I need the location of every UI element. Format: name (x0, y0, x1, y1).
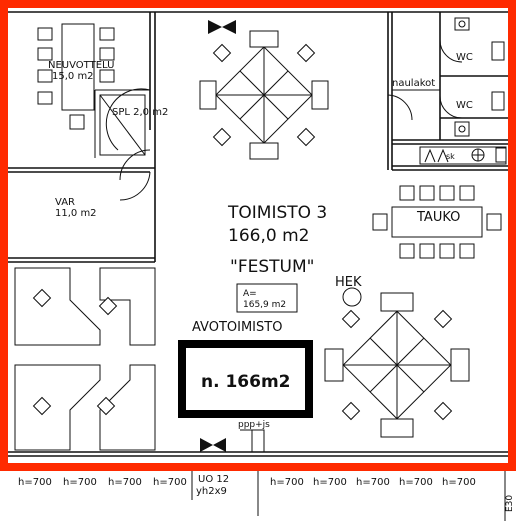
area-box (236, 283, 298, 313)
spl-shaft (99, 94, 146, 156)
height-label-left-3: h=700 (108, 477, 142, 488)
room-label-var: VAR (55, 197, 75, 208)
height-label-right-1: h=700 (270, 477, 304, 488)
room-area-neuvottelu: 15,0 m2 (52, 71, 94, 82)
center-label-bottom: yh2x9 (196, 486, 227, 497)
area-highlight-text: n. 166m2 (201, 372, 291, 392)
workstation-cluster-top (199, 30, 329, 160)
break-room-label: TAUKO (416, 210, 460, 225)
wc-fixtures (392, 17, 507, 165)
walls (8, 11, 510, 457)
height-label-left-2: h=700 (63, 477, 97, 488)
room-area-toimisto: 166,0 m2 (228, 226, 309, 246)
height-label-right-4: h=700 (399, 477, 433, 488)
height-label-left-4: h=700 (153, 477, 187, 488)
height-label-right-3: h=700 (356, 477, 390, 488)
hek-symbol (342, 287, 362, 307)
service-label: sk (446, 152, 455, 161)
coat-rack-label: naulakot (392, 78, 435, 89)
desk-cluster-left (14, 267, 156, 451)
workstation-cluster-right (324, 292, 470, 438)
room-label-spl: SPL 2,0 m2 (112, 107, 168, 118)
ppp-bracket (240, 429, 265, 452)
room-label-toimisto: TOIMISTO 3 (227, 203, 327, 223)
height-label-right-2: h=700 (313, 477, 347, 488)
center-label-top: UO 12 (198, 474, 229, 485)
open-office-label: AVOTOIMISTO (192, 320, 282, 335)
area-box-line2: 165,9 m2 (243, 300, 286, 310)
room-label-neuvottelu: NEUVOTTELU (48, 60, 114, 71)
wc-label-bottom: WC (456, 100, 473, 111)
room-area-var: 11,0 m2 (55, 208, 97, 219)
height-label-left-1: h=700 (18, 477, 52, 488)
area-highlight-box (178, 340, 313, 418)
break-table (372, 185, 502, 259)
room-nickname: "FESTUM" (230, 257, 314, 277)
wc-label-top: WC (456, 52, 473, 63)
area-box-line1: A= (243, 289, 257, 299)
meeting-room-furniture (37, 23, 115, 130)
hek-label: HEK (335, 275, 362, 290)
height-label-right-5: h=700 (442, 477, 476, 488)
ppp-label: ppp+js (238, 420, 270, 430)
valve-symbols (200, 20, 236, 452)
edge-label: E30 (505, 495, 515, 512)
selection-frame (0, 0, 516, 471)
